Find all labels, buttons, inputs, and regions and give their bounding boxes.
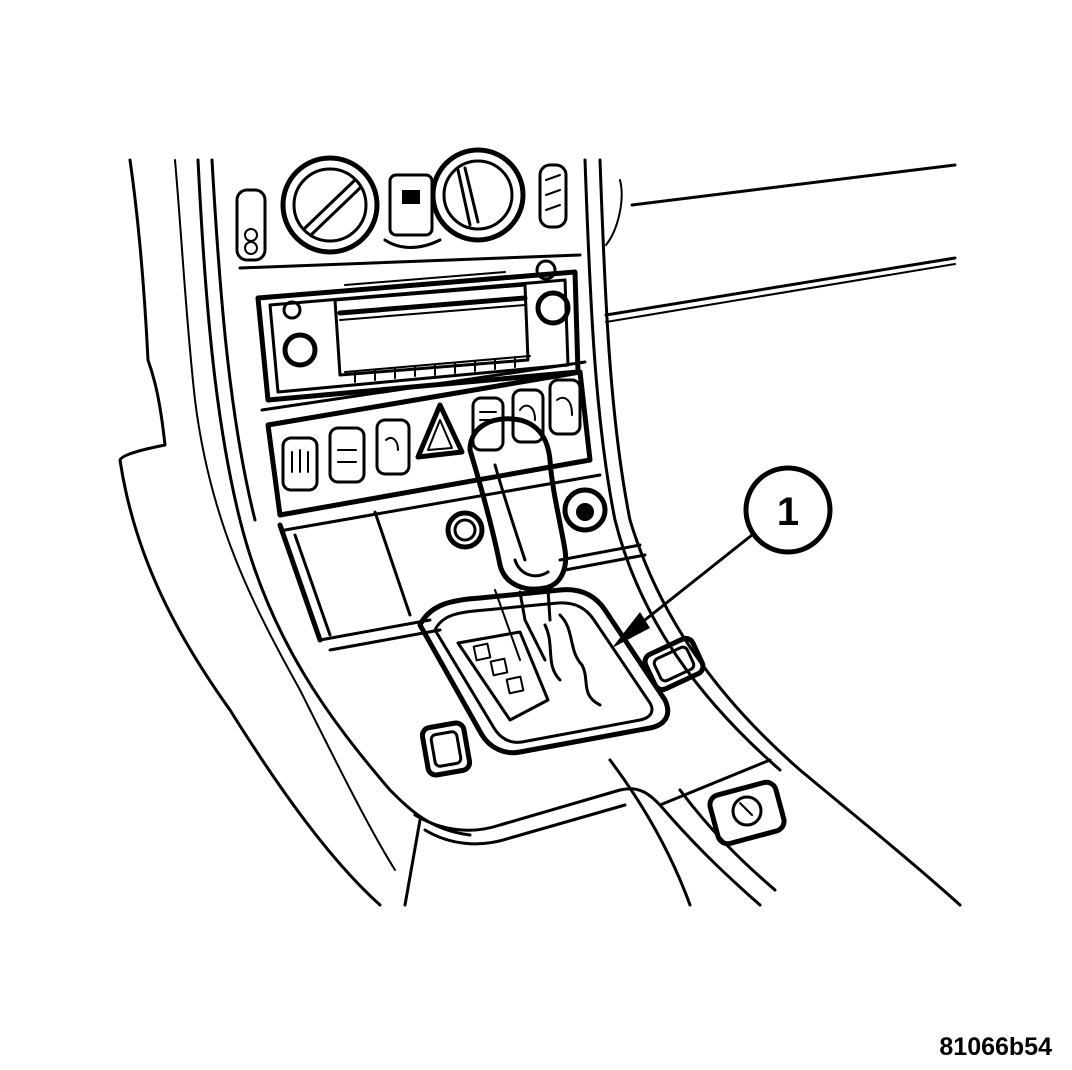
switch-3-icon — [375, 418, 411, 476]
right-dial-icon — [430, 147, 526, 243]
right-vent-icon — [538, 163, 568, 229]
side-switches — [419, 635, 787, 847]
left-side-switch-icon — [419, 720, 473, 778]
volume-knob-icon — [282, 332, 318, 368]
callout-1: 1 — [743, 465, 833, 555]
rear-power-outlet-icon — [707, 779, 787, 847]
switch-2-icon — [328, 426, 366, 484]
shift-knob — [467, 416, 569, 662]
callout-number: 1 — [777, 490, 799, 534]
dashboard-edge-lines — [604, 163, 957, 323]
gear-indicator-panel — [456, 630, 550, 722]
right-round-button-icon — [562, 487, 608, 533]
callout-leader — [612, 533, 754, 648]
seat-heat-right-icon — [548, 378, 582, 436]
figure-id: 81066b54 — [939, 1033, 1052, 1061]
radio-preset-buttons — [354, 356, 516, 383]
switch-bank — [260, 360, 593, 518]
shifter-bezel — [417, 587, 671, 756]
tune-knob-icon — [535, 290, 571, 326]
left-trim-panel — [118, 158, 396, 907]
climate-dials — [235, 147, 582, 270]
console-bezel — [196, 158, 962, 907]
switch-6-icon — [511, 388, 545, 444]
left-vent-icon — [235, 188, 267, 262]
right-side-switch-icon — [642, 635, 706, 693]
left-round-button-icon — [445, 510, 485, 550]
hazard-icon — [415, 402, 465, 460]
lower-console — [277, 473, 647, 652]
center-vent-icon — [388, 173, 434, 237]
radio-display — [333, 283, 530, 377]
seat-heat-left-icon — [281, 436, 319, 492]
console-base — [403, 758, 777, 907]
switch-5-icon — [471, 396, 505, 452]
radio-power-icon — [282, 300, 302, 320]
left-dial-icon — [280, 155, 380, 255]
